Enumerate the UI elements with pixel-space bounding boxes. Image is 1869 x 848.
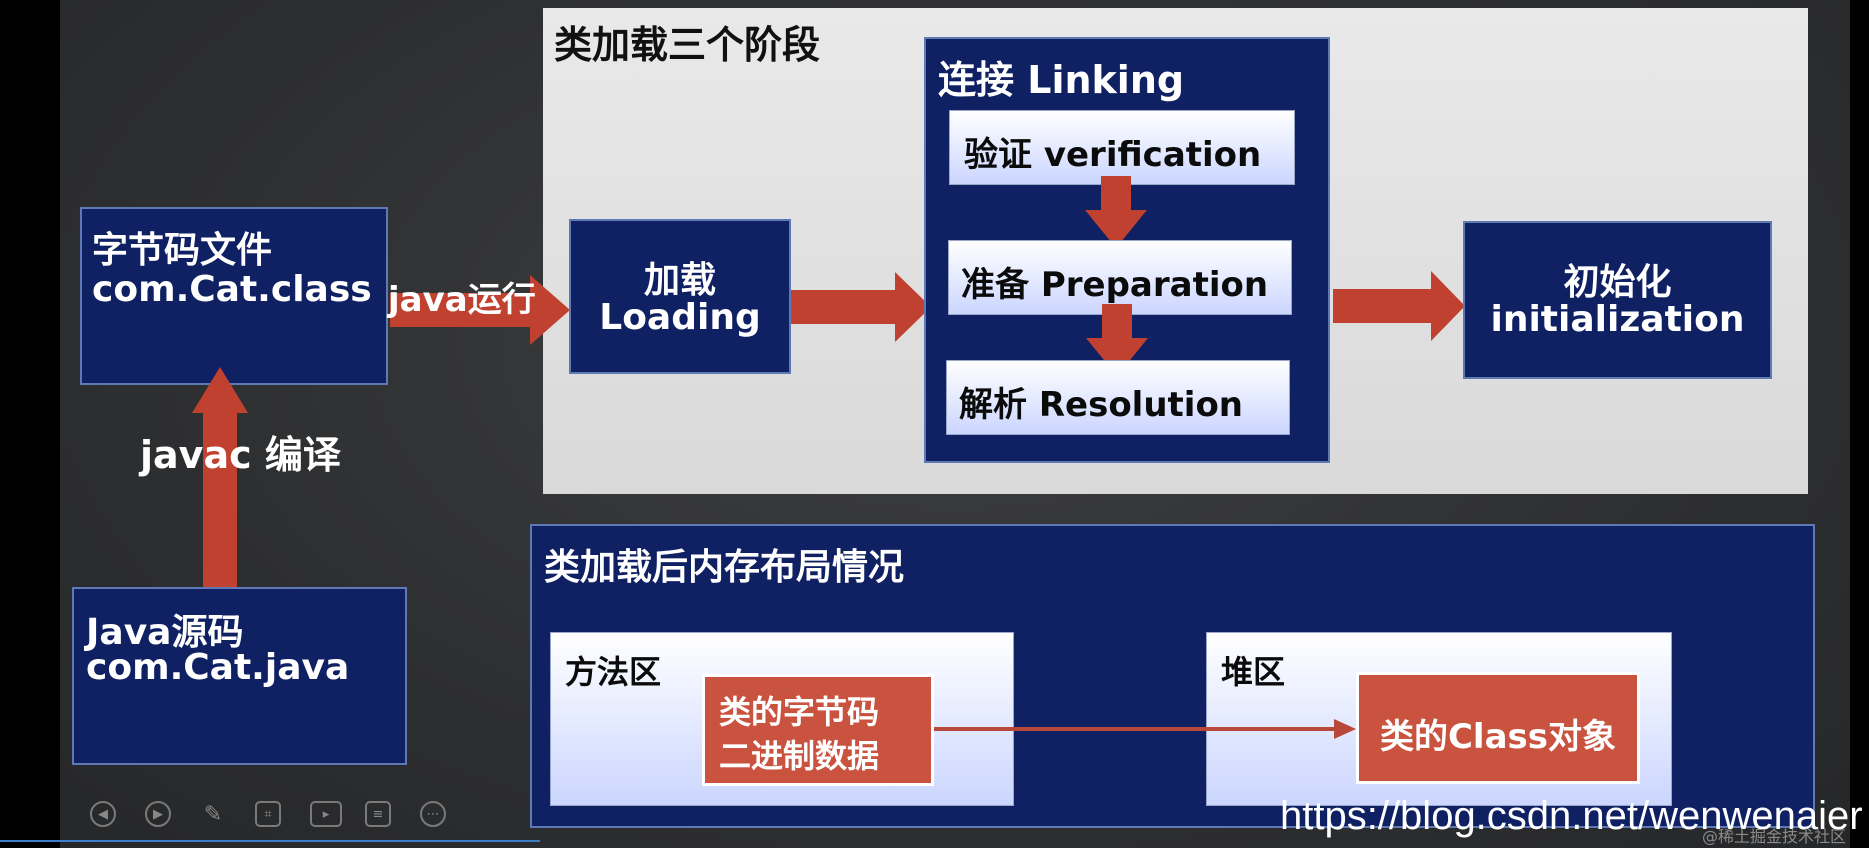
resolution-label: 解析 Resolution	[959, 385, 1244, 425]
next-icon[interactable]: ▶	[145, 801, 171, 827]
verification-label: 验证 verification	[964, 135, 1262, 175]
class-loading-title: 类加载三个阶段	[554, 23, 821, 67]
preparation-step: 准备 Preparation	[948, 240, 1292, 315]
linking-to-initialization-arrow	[1333, 271, 1465, 341]
watermark-url: https://blog.csdn.net/wenwenaier	[1280, 794, 1863, 838]
bytecode-file-name: com.Cat.class	[92, 269, 372, 310]
verification-step: 验证 verification	[949, 110, 1295, 185]
watermark-small: @稀土掘金技术社区	[1702, 827, 1847, 846]
method-area: 方法区	[550, 632, 1014, 806]
memory-layout-title: 类加载后内存布局情况	[544, 547, 905, 588]
class-object-box: 类的Class对象	[1356, 672, 1640, 784]
java-run-arrow	[390, 275, 570, 345]
class-bytecode-box: 类的字节码 二进制数据	[702, 674, 934, 786]
preparation-to-resolution-arrow	[1086, 304, 1148, 376]
method-area-label: 方法区	[565, 653, 662, 691]
initialization-box: 初始化 initialization	[1463, 221, 1772, 379]
loading-title-en: Loading	[599, 297, 761, 338]
bytecode-to-class-object-arrow	[934, 719, 1356, 739]
initialization-title-en: initialization	[1490, 299, 1745, 340]
linking-title: 连接 Linking	[938, 58, 1185, 102]
heap-area-label: 堆区	[1221, 653, 1286, 691]
initialization-title-zh: 初始化	[1563, 262, 1672, 303]
screenshot-icon[interactable]: ⌗	[255, 801, 281, 827]
java-source-title: Java源码	[86, 612, 244, 653]
java-source-box: Java源码 com.Cat.java	[72, 587, 407, 765]
java-run-label: java运行	[388, 280, 536, 320]
bytecode-file-box: 字节码文件 com.Cat.class	[80, 207, 388, 385]
loading-title-zh: 加载	[643, 260, 716, 301]
class-object-label: 类的Class对象	[1379, 717, 1617, 757]
camera-icon[interactable]: ▸	[310, 801, 342, 827]
verification-to-preparation-arrow	[1085, 176, 1147, 248]
previous-icon[interactable]: ◀	[90, 801, 116, 827]
java-source-name: com.Cat.java	[86, 647, 350, 688]
javac-compile-label: javac 编译	[140, 433, 341, 477]
class-bytecode-line2: 二进制数据	[719, 737, 880, 775]
comment-icon[interactable]: ≡	[365, 801, 391, 827]
loading-box: 加载 Loading	[569, 219, 791, 374]
progress-bar	[0, 840, 540, 842]
bytecode-file-title: 字节码文件	[92, 230, 273, 271]
pen-icon[interactable]: ✎	[203, 801, 223, 827]
resolution-step: 解析 Resolution	[946, 360, 1290, 435]
preparation-label: 准备 Preparation	[961, 265, 1269, 305]
loading-to-linking-arrow	[791, 272, 931, 342]
class-bytecode-line1: 类的字节码	[719, 693, 880, 731]
more-icon[interactable]: ⋯	[420, 801, 446, 827]
javac-compile-arrow	[192, 367, 248, 587]
